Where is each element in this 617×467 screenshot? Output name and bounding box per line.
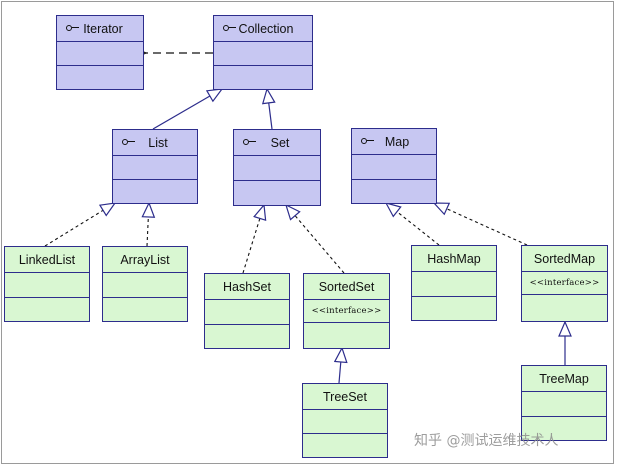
- attributes-compartment: [522, 391, 606, 416]
- inherit-set-collection: [267, 89, 272, 130]
- attributes-compartment: [5, 272, 89, 297]
- node-set[interactable]: Set: [233, 129, 321, 206]
- node-header: Map: [352, 129, 436, 154]
- node-treeset[interactable]: TreeSet: [302, 383, 388, 458]
- node-label: SortedSet: [318, 279, 375, 294]
- node-header: HashMap: [412, 246, 496, 271]
- node-treemap[interactable]: TreeMap: [521, 365, 607, 441]
- node-label: Iterator: [83, 21, 123, 36]
- node-label: Collection: [238, 21, 294, 36]
- node-linkedlist[interactable]: LinkedList: [4, 246, 90, 322]
- node-hashmap[interactable]: HashMap: [411, 245, 497, 321]
- attributes-compartment: [205, 299, 289, 324]
- attributes-compartment: [303, 409, 387, 433]
- attributes-compartment: [412, 271, 496, 296]
- realize-sortedmap-map: [434, 203, 528, 246]
- node-collection[interactable]: Collection: [213, 15, 313, 90]
- node-label: List: [148, 135, 168, 150]
- realize-treeset-sortedset: [339, 348, 342, 384]
- node-sortedmap[interactable]: SortedMap <<interface>>: [521, 245, 608, 322]
- node-list[interactable]: List: [112, 129, 198, 204]
- node-label: TreeMap: [539, 371, 589, 386]
- node-header: TreeSet: [303, 384, 387, 409]
- node-header: SortedSet: [304, 274, 389, 299]
- node-iterator[interactable]: Iterator: [56, 15, 144, 90]
- node-label: HashSet: [223, 279, 271, 294]
- node-header: HashSet: [205, 274, 289, 299]
- operations-compartment: [57, 65, 143, 89]
- attributes-compartment: [103, 272, 187, 297]
- interface-icon: [223, 24, 236, 32]
- node-label: TreeSet: [322, 389, 367, 404]
- watermark: 知乎 @测试运维技术人: [414, 433, 559, 449]
- attributes-compartment: [57, 41, 143, 65]
- interface-icon: [361, 137, 374, 145]
- operations-compartment: [304, 322, 389, 348]
- node-label: LinkedList: [18, 252, 76, 267]
- realize-sortedset-set: [286, 205, 345, 274]
- interface-icon: [66, 24, 79, 32]
- attributes-compartment: [234, 155, 320, 180]
- stereotype-label: <<interface>>: [304, 299, 389, 322]
- interface-icon: [243, 138, 256, 146]
- node-header: TreeMap: [522, 366, 606, 391]
- node-arraylist[interactable]: ArrayList: [102, 246, 188, 322]
- node-hashset[interactable]: HashSet: [204, 273, 290, 349]
- node-label: SortedMap: [533, 251, 596, 266]
- node-header: ArrayList: [103, 247, 187, 272]
- operations-compartment: [522, 294, 607, 321]
- operations-compartment: [205, 323, 289, 349]
- node-label: Map: [384, 134, 410, 149]
- operations-compartment: [214, 65, 312, 89]
- operations-compartment: [352, 178, 436, 204]
- operations-compartment: [303, 433, 387, 457]
- realize-hashset-set: [242, 205, 264, 274]
- node-header: LinkedList: [5, 247, 89, 272]
- realize-linkedlist-list: [44, 203, 115, 247]
- stereotype-label: <<interface>>: [522, 271, 607, 294]
- attributes-compartment: [214, 41, 312, 65]
- node-map[interactable]: Map: [351, 128, 437, 204]
- node-header: Set: [234, 130, 320, 155]
- realize-arraylist-list: [147, 203, 149, 247]
- operations-compartment: [522, 415, 606, 441]
- realize-hashmap-map: [386, 203, 440, 246]
- attributes-compartment: [352, 154, 436, 179]
- node-sortedset[interactable]: SortedSet <<interface>>: [303, 273, 390, 349]
- node-label: ArrayList: [120, 252, 170, 267]
- inherit-list-collection: [152, 89, 222, 130]
- node-header: Collection: [214, 16, 312, 41]
- node-header: Iterator: [57, 16, 143, 41]
- operations-compartment: [5, 296, 89, 322]
- node-label: Set: [270, 135, 290, 150]
- node-label: HashMap: [427, 251, 481, 266]
- operations-compartment: [234, 180, 320, 205]
- operations-compartment: [113, 179, 197, 203]
- node-header: List: [113, 130, 197, 155]
- node-header: SortedMap: [522, 246, 607, 271]
- operations-compartment: [103, 296, 187, 322]
- interface-icon: [122, 138, 135, 146]
- attributes-compartment: [113, 155, 197, 179]
- operations-compartment: [412, 295, 496, 321]
